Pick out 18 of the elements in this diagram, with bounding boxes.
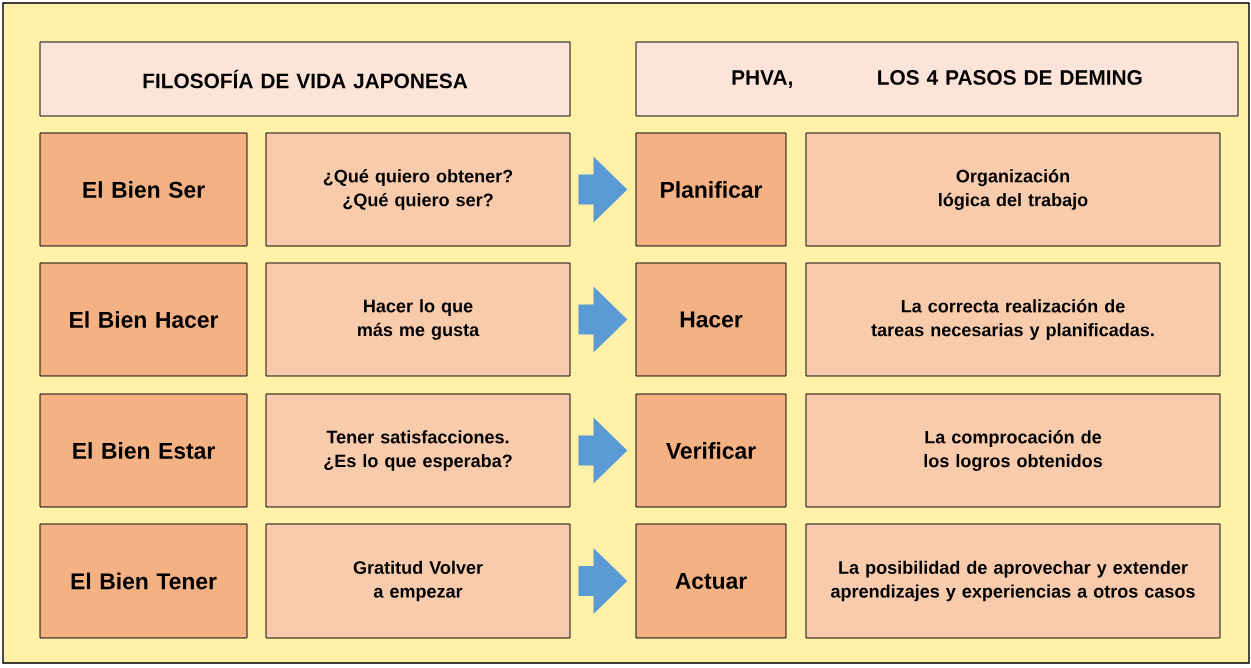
text-box: Actuar <box>635 523 787 639</box>
text-box: El Bien Hacer <box>39 262 248 377</box>
text-box: Verificar <box>635 393 787 508</box>
text-box: Planificar <box>635 132 787 247</box>
text-box: El Bien Estar <box>39 393 248 508</box>
text-box: El Bien Tener <box>39 523 248 639</box>
text-box: La comprocación de los logros obtenidos <box>805 393 1221 508</box>
header-box: PHVA, LOS 4 PASOS DE DEMING <box>635 41 1239 117</box>
text-box: Hacer <box>635 262 787 377</box>
header-box: FILOSOFÍA DE VIDA JAPONESA <box>39 41 571 117</box>
text-box: Hacer lo que más me gusta <box>265 262 571 377</box>
text-box: Organización lógica del trabajo <box>805 132 1221 247</box>
text-box: ¿Qué quiero obtener? ¿Qué quiero ser? <box>265 132 571 247</box>
text-box: Gratitud Volver a empezar <box>265 523 571 639</box>
text-box: El Bien Ser <box>39 132 248 247</box>
text-box: La correcta realización de tareas necesarias y planificadas. <box>805 262 1221 377</box>
text-box: La posibilidad de aprovechar y extender aprendizajes y experiencias a otros casos <box>805 523 1221 639</box>
text-box: Tener satisfacciones. ¿Es lo que esperaba? <box>265 393 571 508</box>
